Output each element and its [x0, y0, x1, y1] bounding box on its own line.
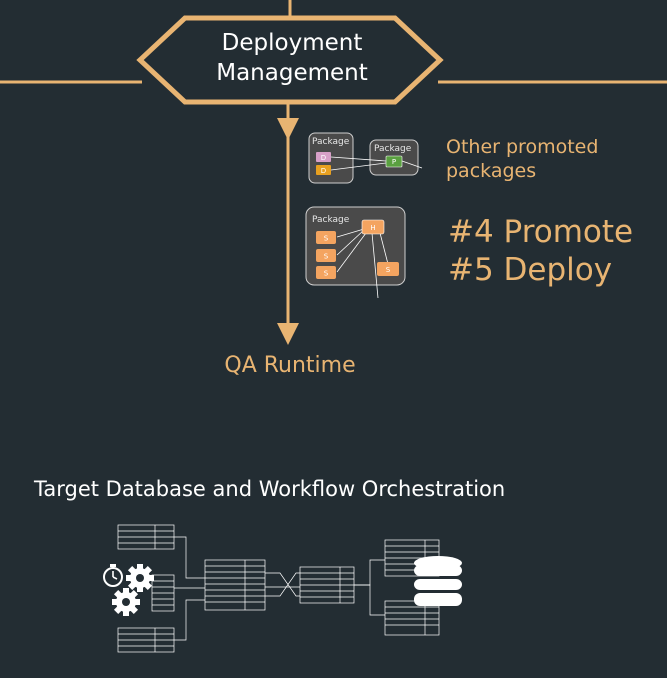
arrow-head-bottom [277, 323, 299, 345]
node-p-green-label: P [392, 158, 396, 166]
link-d1-p [330, 156, 387, 162]
node-d-pink-label: D [321, 154, 326, 162]
node-d-orange [316, 165, 331, 175]
node-h [361, 219, 385, 235]
step-4-promote: #4 Promote [448, 214, 633, 250]
link-p-out [401, 160, 423, 169]
staging-table [204, 559, 266, 611]
package-small-a[interactable]: Package D D [308, 132, 354, 184]
node-d-orange-label: D [321, 167, 326, 175]
link-h-s3 [336, 232, 367, 273]
package-small-b-title: Package [374, 144, 412, 154]
hexagon-line-2: Management [216, 60, 368, 86]
link-d2-p [330, 162, 387, 171]
node-s-3-label: S [324, 270, 329, 278]
aggregation-table-bottom [384, 600, 440, 636]
other-promoted-line-2: packages [446, 160, 536, 182]
package-small-a-title: Package [312, 137, 350, 147]
node-s-4 [377, 262, 399, 276]
node-p-green [385, 155, 403, 168]
node-d-pink [316, 152, 331, 162]
node-s-2-label: S [324, 253, 329, 261]
arrow-head-top [277, 118, 299, 140]
link-h-s4 [379, 232, 389, 265]
qa-runtime-label: QA Runtime [224, 353, 355, 378]
link-h-s2 [336, 229, 365, 256]
node-s-1-label: S [324, 235, 329, 243]
node-s-2 [316, 249, 336, 262]
package-large-title: Package [312, 215, 350, 225]
workflow-schematic [117, 524, 440, 653]
deployment-management-hexagon[interactable] [136, 15, 444, 105]
stopwatch-icon [103, 564, 123, 587]
package-small-b[interactable]: Package P [369, 139, 419, 176]
step-5-deploy: #5 Deploy [448, 252, 612, 288]
link-h-s1 [336, 228, 365, 238]
link-h-out [371, 232, 379, 299]
package-large[interactable]: Package H S S S S [305, 206, 406, 299]
target-section-heading: Target Database and Workflow Orchestrati… [33, 477, 505, 501]
other-promoted-line-1: Other promoted [446, 136, 598, 158]
node-h-label: H [370, 224, 375, 232]
gears-icon [112, 564, 154, 616]
node-s-3 [316, 266, 336, 279]
node-s-1 [316, 231, 336, 244]
node-s-4-label: S [386, 266, 391, 274]
database-icon [414, 556, 462, 606]
hexagon-line-1: Deployment [222, 30, 363, 56]
